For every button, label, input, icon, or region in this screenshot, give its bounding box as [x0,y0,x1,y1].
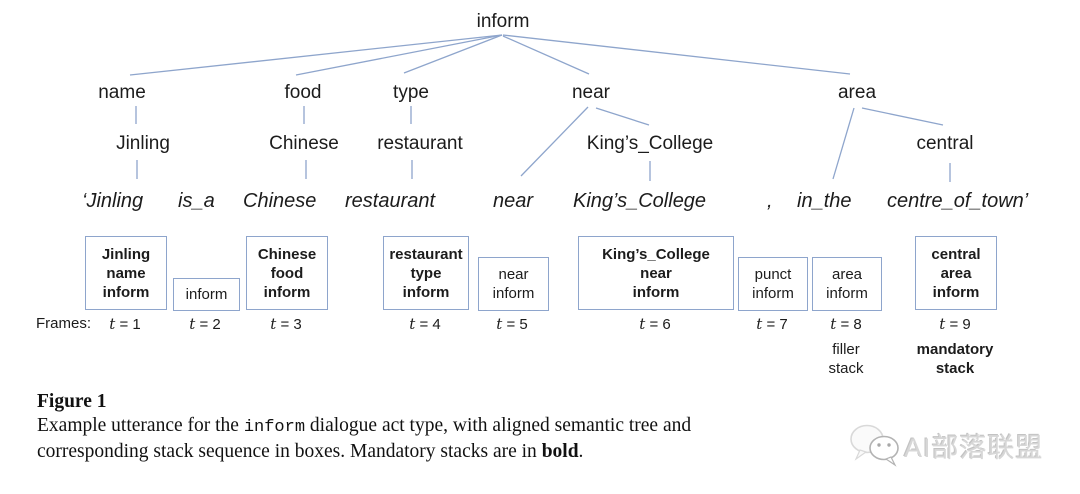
watermark: AI部落联盟 [848,419,1044,471]
stack-box-t8: area inform [812,257,882,311]
stack-box-t7: punct inform [738,257,808,311]
stack-box-t1: Jinling name inform [85,236,167,310]
tree-edge [861,107,944,126]
utterance-word: , [767,190,773,212]
stack-box-t6: King’s_College near inform [578,236,734,310]
tree-node-type: type [393,82,429,103]
caption-code-inform: inform [243,418,306,437]
tree-edge [403,34,503,74]
tree-edge [832,107,855,180]
tree-node-central: central [916,133,974,154]
utterance-word: centre_of_town’ [887,190,1029,212]
wechat-logo-icon [850,424,899,467]
utterance-word: King’s_College [573,190,707,212]
figure-caption: Figure 1 Example utterance for the infor… [37,390,1017,464]
tree-node-kings-college: King’s_College [586,133,714,154]
utterance-word: in_the [797,190,852,212]
tree-node-near: near [571,82,611,103]
utterance-word: ‘Jinling [82,190,144,212]
tree-node-area: area [837,82,877,103]
stack-box-t3: Chinese food inform [246,236,328,310]
tree-root-inform: inform [476,11,530,32]
utterance-word: restaurant [345,190,436,212]
caption-title: Figure 1 [37,391,107,412]
stack-box-t5: near inform [478,257,549,311]
tree-node-jinling: Jinling [116,133,170,154]
stack-box-t4: restaurant type inform [383,236,469,310]
t-label-4: t = 4 [409,315,441,333]
note-filler-stack: filler stack [828,341,864,377]
frames-label: Frames: [36,315,92,332]
stack-box-t9: central area inform [915,236,997,310]
tree-node-restaurant: restaurant [377,133,463,154]
utterance-word: is_a [178,190,215,212]
tree-edge [295,34,503,76]
caption-line-1: Example utterance for the inform dialogu… [37,415,692,437]
t-label-9: t = 9 [939,315,971,333]
t-label-2: t = 2 [189,315,221,333]
watermark-text: AI部落联盟 [904,432,1044,463]
tree-node-food: food [284,82,322,103]
utterance-word: Chinese [243,190,317,212]
t-label-7: t = 7 [756,315,788,333]
stack-box-t2: inform [173,278,240,311]
caption-line-2: corresponding stack sequence in boxes. M… [37,441,584,462]
tree-edge [520,106,589,177]
t-label-6: t = 6 [639,315,671,333]
tree-node-name: name [98,82,146,103]
tree-edge [502,34,851,75]
t-label-1: t = 1 [109,315,141,333]
tree-edge [595,107,650,126]
utterance-word: near [493,190,534,212]
t-label-8: t = 8 [830,315,862,333]
tree-node-chinese: Chinese [269,133,339,154]
note-mandatory-stack: mandatory stack [916,341,994,377]
tree-edge [129,34,503,76]
t-label-5: t = 5 [496,315,528,333]
t-label-3: t = 3 [270,315,302,333]
tree-edge [502,35,590,75]
